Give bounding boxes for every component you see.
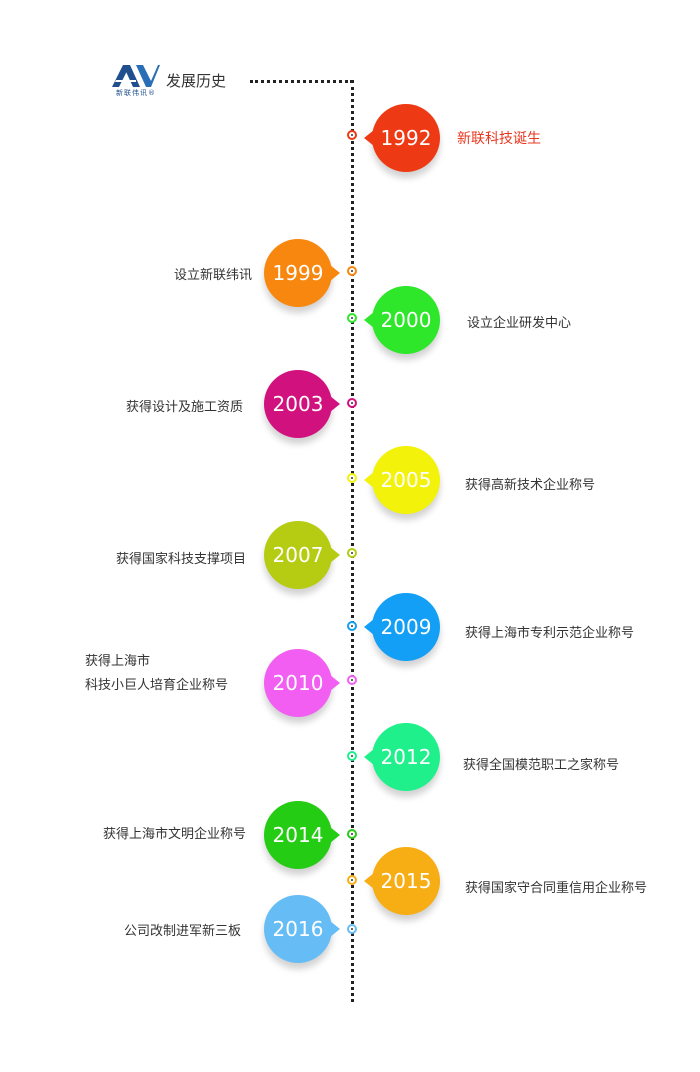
event-label: 获得设计及施工资质 bbox=[125, 400, 243, 415]
header-dotted-line bbox=[250, 80, 353, 83]
year-bubble: 2005 bbox=[364, 446, 440, 514]
timeline-node bbox=[347, 675, 357, 685]
timeline-node bbox=[347, 313, 357, 323]
year-bubble: 2007 bbox=[264, 521, 340, 589]
event-label: 获得国家科技支撑项目 bbox=[115, 552, 246, 567]
year-label: 2000 bbox=[380, 308, 432, 332]
timeline-node bbox=[347, 751, 357, 761]
event-label: 获得上海市专利示范企业称号 bbox=[465, 626, 635, 641]
timeline-node bbox=[347, 473, 357, 483]
event-label: 获得国家守合同重信用企业称号 bbox=[465, 881, 648, 896]
year-label: 2003 bbox=[272, 392, 324, 416]
timeline-axis bbox=[351, 80, 354, 1002]
year-label: 2005 bbox=[380, 468, 432, 492]
year-label: 2014 bbox=[272, 823, 324, 847]
year-bubble: 2010 bbox=[264, 649, 340, 717]
event-label: 获得上海市文明企业称号 bbox=[102, 827, 246, 842]
year-label: 2010 bbox=[272, 671, 324, 695]
event-label-line1: 获得上海市 bbox=[85, 654, 151, 669]
year-bubble: 2015 bbox=[364, 847, 440, 915]
company-logo: 新联伟讯® bbox=[110, 62, 162, 102]
year-label: 2015 bbox=[380, 869, 432, 893]
event-label: 公司改制进军新三板 bbox=[123, 924, 241, 939]
event-label: 获得全国模范职工之家称号 bbox=[463, 758, 620, 773]
timeline-node bbox=[347, 398, 357, 408]
timeline-node bbox=[347, 875, 357, 885]
year-label: 2016 bbox=[272, 917, 324, 941]
year-bubble: 2003 bbox=[264, 370, 340, 438]
timeline-node bbox=[347, 829, 357, 839]
year-bubble: 2014 bbox=[264, 801, 340, 869]
timeline-node bbox=[347, 266, 357, 276]
event-label: 设立企业研发中心 bbox=[467, 316, 572, 331]
year-label: 1992 bbox=[380, 126, 432, 150]
year-label: 2007 bbox=[272, 543, 324, 567]
year-bubble: 2016 bbox=[264, 895, 340, 963]
logo-text: 新联伟讯® bbox=[116, 89, 156, 97]
year-bubble: 2009 bbox=[364, 593, 440, 661]
year-bubble: 2000 bbox=[364, 286, 440, 354]
year-label: 2012 bbox=[380, 745, 432, 769]
timeline-node bbox=[347, 924, 357, 934]
year-label: 2009 bbox=[380, 615, 432, 639]
event-label: 设立新联纬讯 bbox=[173, 268, 252, 283]
year-label: 1999 bbox=[272, 261, 324, 285]
event-label: 新联科技诞生 bbox=[457, 131, 541, 147]
year-bubble: 1992 bbox=[364, 104, 440, 172]
page-title: 发展历史 bbox=[166, 72, 227, 90]
timeline-node bbox=[347, 548, 357, 558]
year-bubble: 2012 bbox=[364, 723, 440, 791]
timeline-node bbox=[347, 130, 357, 140]
event-label: 获得高新技术企业称号 bbox=[465, 478, 596, 493]
event-label-line2: 科技小巨人培育企业称号 bbox=[85, 678, 229, 693]
year-bubble: 1999 bbox=[264, 239, 340, 307]
timeline-node bbox=[347, 621, 357, 631]
